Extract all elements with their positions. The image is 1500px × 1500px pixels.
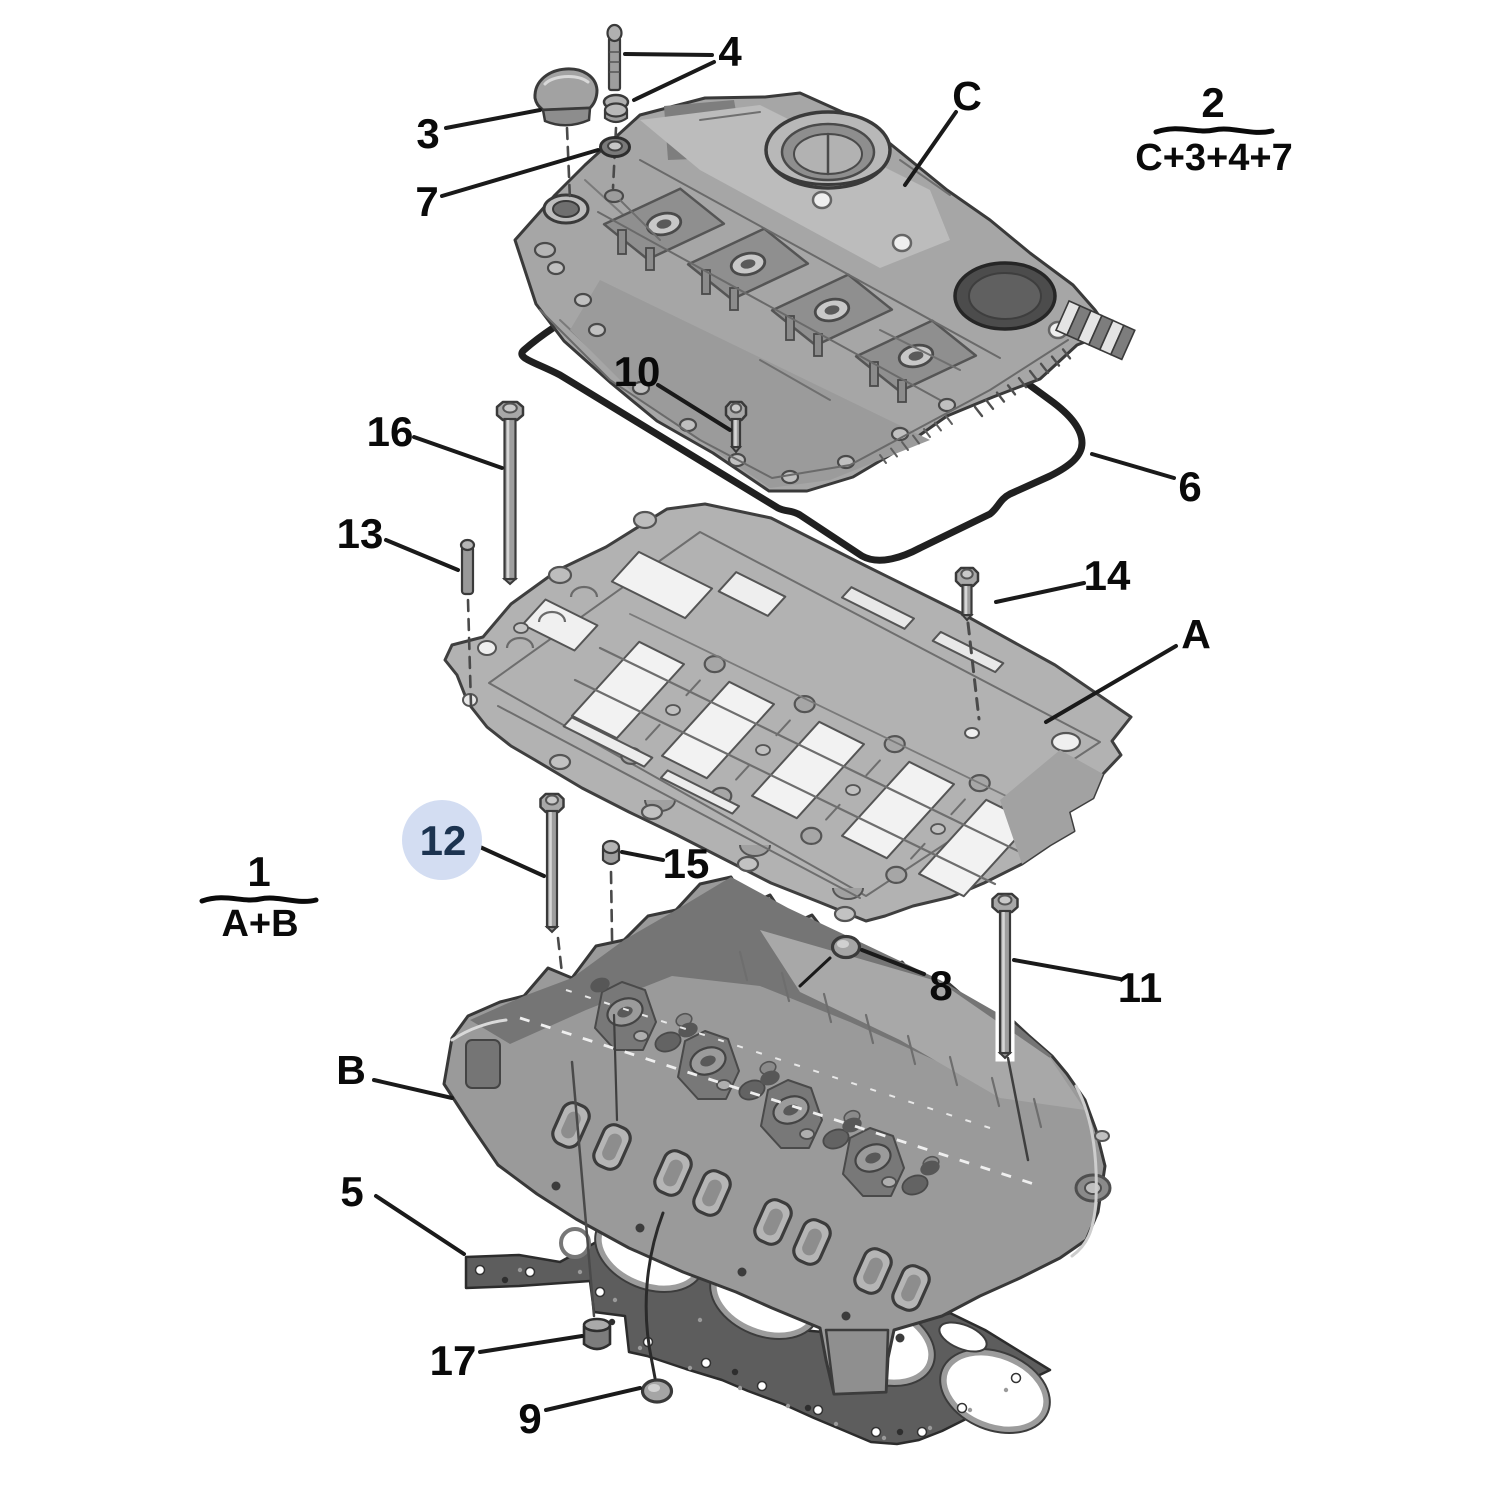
svg-text:13: 13 [337,510,384,557]
svg-text:12: 12 [420,817,467,864]
svg-text:B: B [336,1047,366,1093]
svg-text:10: 10 [614,348,661,395]
svg-text:3: 3 [416,110,439,157]
svg-text:14: 14 [1084,552,1131,599]
svg-text:16: 16 [367,408,414,455]
svg-text:7: 7 [415,178,438,225]
svg-text:8: 8 [929,962,952,1009]
svg-text:17: 17 [430,1337,477,1384]
svg-text:2: 2 [1201,79,1224,126]
svg-text:C+3+4+7: C+3+4+7 [1135,137,1292,179]
svg-text:A: A [1181,611,1211,657]
svg-text:15: 15 [663,840,710,887]
svg-text:4: 4 [718,28,742,75]
svg-text:A+B: A+B [221,903,298,945]
svg-text:1: 1 [247,848,270,895]
svg-text:6: 6 [1178,463,1201,510]
svg-text:9: 9 [518,1395,541,1442]
svg-text:11: 11 [1118,964,1162,1011]
svg-text:C: C [952,73,982,119]
svg-text:5: 5 [340,1168,363,1215]
